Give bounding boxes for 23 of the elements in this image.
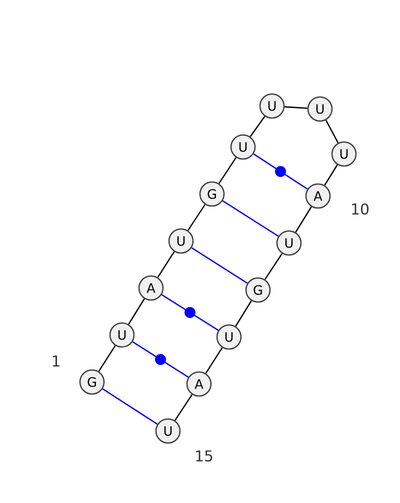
- base-pair-line: [253, 153, 308, 190]
- backbone-line: [250, 116, 266, 138]
- backbone-line: [284, 106, 308, 109]
- position-number: 15: [196, 450, 212, 462]
- backbone-line: [264, 253, 283, 280]
- backbone-line: [205, 347, 223, 374]
- base-pair-line: [191, 247, 248, 284]
- backbone-line: [128, 298, 145, 325]
- backbone-line: [98, 345, 116, 372]
- position-number: 1: [52, 356, 60, 366]
- backbone-line: [157, 251, 175, 278]
- base-pair-line: [102, 388, 158, 425]
- base-pair-line: [132, 341, 189, 378]
- backbone-line: [324, 164, 338, 186]
- base-pair-line: [161, 294, 219, 331]
- base-pair-line: [222, 200, 279, 237]
- backbone-line: [187, 204, 206, 231]
- backbone-line: [174, 394, 193, 421]
- backbone-line: [295, 206, 312, 233]
- position-number: 10: [352, 203, 369, 215]
- backbone-line: [218, 157, 237, 184]
- backbone-line: [235, 300, 252, 327]
- backbone-line: [325, 120, 339, 144]
